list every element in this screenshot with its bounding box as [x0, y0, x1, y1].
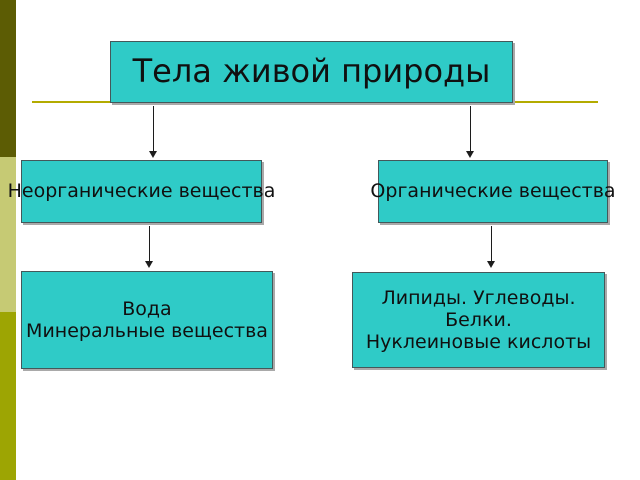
node-label-line: Минеральные вещества	[26, 320, 268, 342]
arrow-down-title-to-inorganic	[149, 106, 158, 158]
arrow-shaft	[491, 226, 492, 262]
arrow-head-icon	[487, 261, 495, 268]
arrow-head-icon	[466, 151, 474, 158]
title-label: Тела живой природы	[132, 52, 491, 91]
node-label: Органические вещества	[370, 180, 616, 203]
arrow-down-inorganic-to-detail	[145, 226, 154, 268]
arrow-shaft	[470, 106, 471, 152]
arrow-shaft	[149, 226, 150, 262]
node-label-line: Вода	[122, 297, 172, 320]
accent-bar-top-segment	[0, 0, 16, 157]
node-label-line: Липиды. Углеводы.	[381, 286, 576, 309]
arrow-head-icon	[149, 151, 157, 158]
node-inorganic-substances: Неорганические вещества	[8, 160, 275, 223]
arrow-down-title-to-organic	[466, 106, 475, 158]
accent-bar-bottom-segment	[0, 312, 16, 480]
accent-bar-middle-segment	[0, 157, 16, 312]
accent-bar	[0, 0, 16, 480]
node-title: Тела живой природы	[110, 41, 513, 103]
node-organic-substances: Органические вещества	[370, 160, 616, 223]
node-lipids-carbs-proteins-acids: Липиды. Углеводы. Белки. Нуклеиновые кис…	[352, 272, 605, 368]
node-water-minerals: Вода Минеральные вещества	[21, 271, 273, 369]
node-label-line: Нуклеиновые кислоты	[365, 331, 592, 354]
arrow-down-organic-to-detail	[487, 226, 496, 268]
node-label: Неорганические вещества	[7, 180, 276, 203]
node-label-line: Белки.	[445, 308, 512, 331]
arrow-head-icon	[145, 261, 153, 268]
arrow-shaft	[153, 106, 154, 152]
